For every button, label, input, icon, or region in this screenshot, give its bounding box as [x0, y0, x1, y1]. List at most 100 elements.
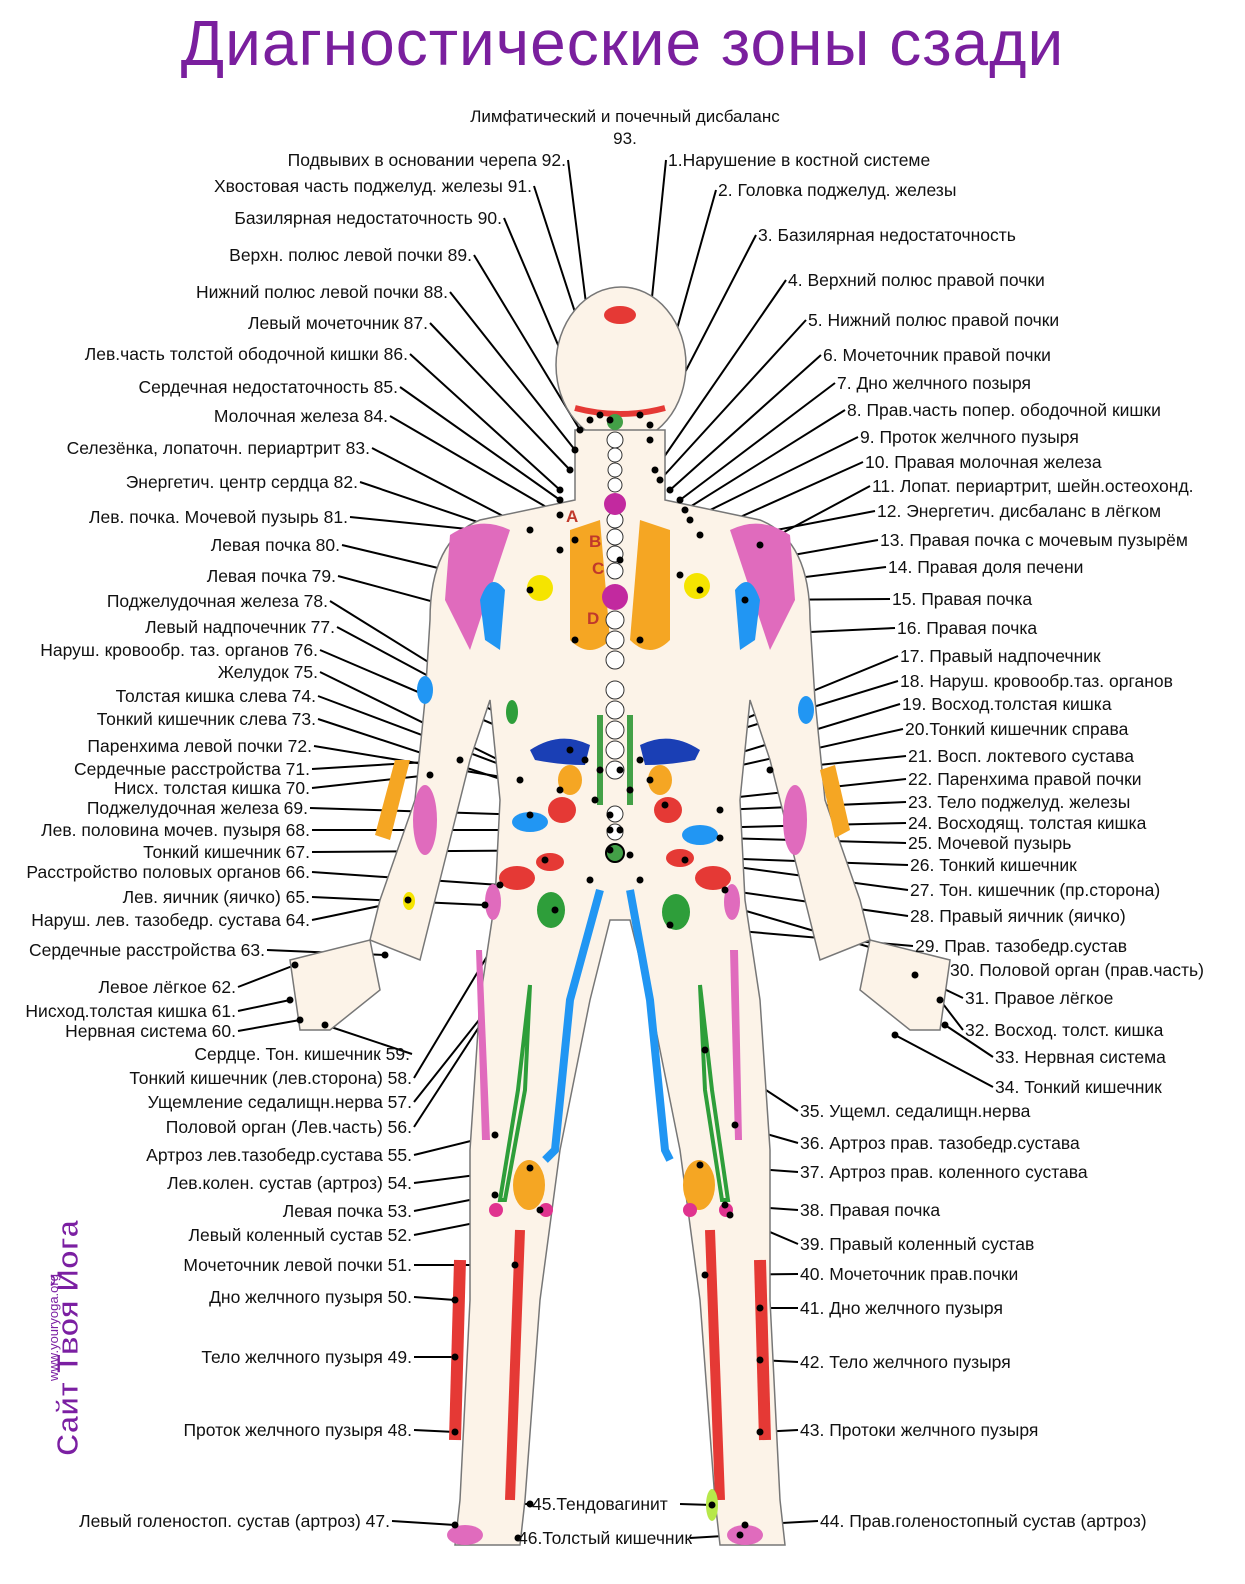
zone-label-right: 32. Восход. толст. кишка	[965, 1020, 1164, 1040]
zone-skull-base	[574, 405, 666, 417]
leader-line	[654, 279, 787, 471]
zone-label-right: 19. Восход.толстая кишка	[902, 694, 1112, 714]
zone-label-left: Энергетич. центр сердца 82.	[125, 472, 358, 492]
leader-dot	[721, 886, 729, 894]
leader-dot	[556, 786, 564, 794]
leader-dot	[696, 1161, 704, 1169]
leader-dot	[686, 516, 694, 524]
zone-label-right: 42. Тело желчного пузыря	[800, 1352, 1011, 1372]
leader-dot	[526, 1500, 534, 1508]
zone-right-liver	[684, 573, 710, 599]
leader-dot	[661, 801, 669, 809]
zone-label-right: 38. Правая почка	[800, 1200, 941, 1220]
leader-dot	[636, 756, 644, 764]
leader-line	[679, 382, 836, 501]
leader-dot	[596, 766, 604, 774]
zone-label-bottom: 46.Толстый кишечник	[518, 1528, 693, 1548]
leader-dot	[511, 1261, 519, 1269]
zone-label-left: Паренхима левой почки 72.	[87, 736, 312, 756]
leader-line	[894, 1034, 994, 1088]
leader-dot	[681, 856, 689, 864]
leader-line	[413, 1296, 456, 1301]
leader-dot	[616, 556, 624, 564]
zone-label-left: Наруш. лев. тазобедр. сустава 64.	[31, 910, 310, 930]
leader-dot	[286, 996, 294, 1004]
zone-label-right: 31. Правое лёгкое	[965, 988, 1114, 1008]
zone-label-left: Дно желчного пузыря 50.	[209, 1287, 412, 1307]
leader-dot	[526, 811, 534, 819]
zone-label-right: 36. Артроз прав. тазобедр.сустава	[800, 1133, 1080, 1153]
zone-label-left: Нисход.толстая кишка 61.	[25, 1001, 236, 1021]
leader-line	[413, 1429, 456, 1433]
zone-label-left: Тело желчного пузыря 49.	[201, 1347, 412, 1367]
zone-label-left: Нисх. толстая кишка 70.	[113, 778, 310, 798]
zone-label-left: Левая почка 80.	[210, 535, 340, 555]
leader-dot	[756, 1428, 764, 1436]
leader-dot	[626, 851, 634, 859]
leader-dot	[756, 541, 764, 549]
zone-label-right: 12. Энергетич. дисбаланс в лёгком	[877, 501, 1162, 521]
leader-dot	[726, 1211, 734, 1219]
watermark: Сайт Твоя Йога www.youryoga.org	[10, 1220, 110, 1457]
leader-dot	[606, 846, 614, 854]
zone-label-right: 4. Верхний полюс правой почки	[788, 270, 1045, 290]
leader-dot	[481, 901, 489, 909]
leader-dot	[591, 796, 599, 804]
leader-dot	[656, 476, 664, 484]
leader-dot	[526, 1164, 534, 1172]
zone-label-right: 17. Правый надпочечник	[900, 646, 1101, 666]
zone-label-left: Сердечная недостаточность 85.	[138, 377, 398, 397]
letter-a: A	[566, 507, 578, 526]
zone-label-right: 25. Мочевой пузырь	[908, 833, 1072, 853]
letter-c: C	[592, 559, 604, 578]
right-hand	[859, 939, 951, 1031]
leader-dot	[606, 811, 614, 819]
top-label-text: Лимфатический и почечный дисбаланс	[470, 107, 780, 126]
leader-dot	[586, 416, 594, 424]
leader-dot	[541, 856, 549, 864]
zone-label-left: Желудок 75.	[217, 662, 318, 682]
leader-line	[311, 774, 431, 789]
leader-dot	[666, 486, 674, 494]
top-label-number: 93.	[613, 129, 637, 148]
leader-dot	[491, 1191, 499, 1199]
leader-line	[429, 322, 571, 471]
leader-dot	[526, 586, 534, 594]
leader-dot	[626, 786, 634, 794]
leader-dot	[731, 1121, 739, 1129]
leader-dot	[321, 1021, 329, 1029]
leader-dot	[636, 636, 644, 644]
zone-right-back-blue	[735, 582, 760, 650]
leader-dot	[491, 1131, 499, 1139]
zone-skull	[604, 306, 636, 324]
zone-label-right: 10. Правая молочная железа	[865, 452, 1102, 472]
leader-line	[684, 409, 846, 511]
leader-dot	[556, 546, 564, 554]
letter-d: D	[587, 609, 599, 628]
left-hand	[289, 939, 381, 1031]
leader-dot	[456, 756, 464, 764]
leader-dot	[606, 826, 614, 834]
zone-label-left: Нервная система 60.	[65, 1021, 236, 1041]
leader-line	[391, 1520, 456, 1526]
leader-dot	[616, 826, 624, 834]
zone-label-left: Проток желчного пузыря 48.	[183, 1420, 412, 1440]
zone-label-right: 37. Артроз прав. коленного сустава	[800, 1162, 1088, 1182]
watermark-url: www.youryoga.org	[45, 1274, 61, 1381]
zone-label-left: Лев.колен. сустав (артроз) 54.	[167, 1173, 412, 1193]
zone-right-kidney	[640, 738, 700, 765]
leader-dot	[451, 1353, 459, 1361]
zone-label-left: Тонкий кишечник (лев.сторона) 58.	[129, 1068, 412, 1088]
leader-dot	[556, 486, 564, 494]
leader-dot	[716, 806, 724, 814]
zone-label-left: Хвостовая часть поджелуд. железы 91.	[214, 176, 532, 196]
zone-left-heart	[527, 575, 553, 601]
zone-label-left: Наруш. кровообр. таз. органов 76.	[40, 640, 318, 660]
zone-label-right: 20.Тонкий кишечник справа	[905, 719, 1129, 739]
leader-dot	[551, 906, 559, 914]
zone-label-left: Мочеточник левой почки 51.	[183, 1255, 412, 1275]
zone-label-right: 43. Протоки желчного пузыря	[800, 1420, 1039, 1440]
zone-label-left: Левое лёгкое 62.	[98, 977, 236, 997]
leader-dot	[291, 961, 299, 969]
leader-dot	[741, 596, 749, 604]
